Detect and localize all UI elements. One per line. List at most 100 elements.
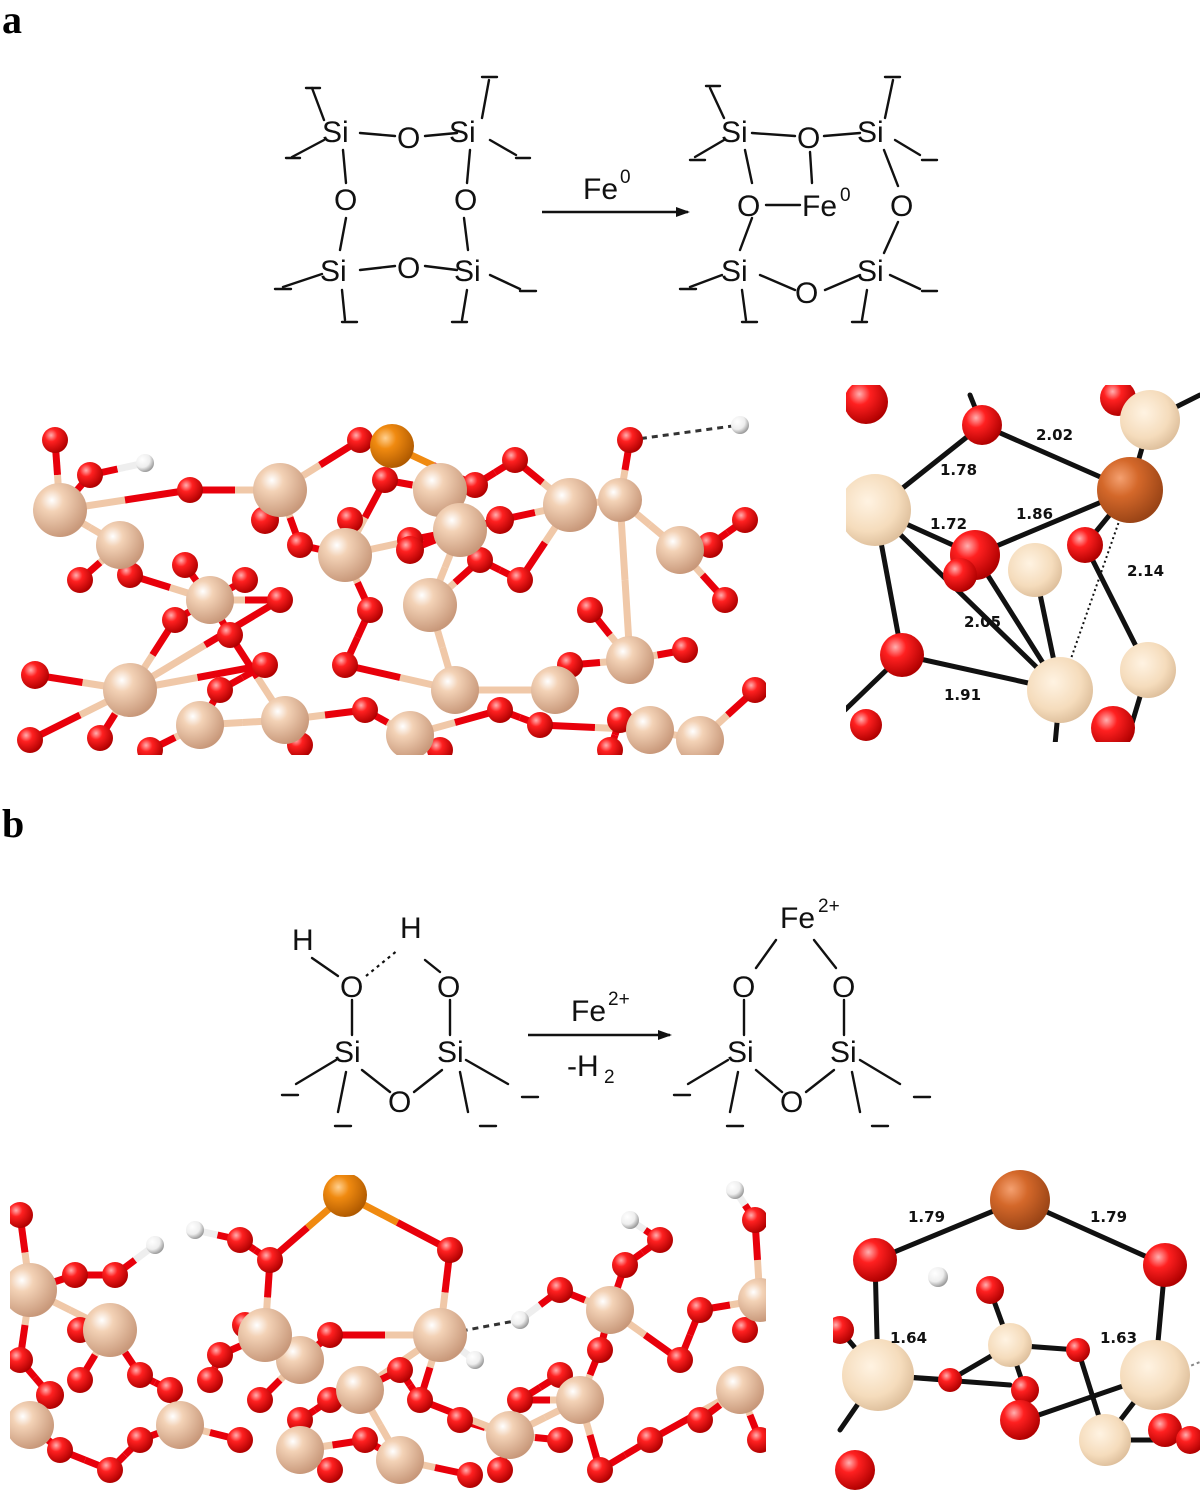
silicon-atom	[531, 666, 579, 714]
arrow-b-byproduct: -H	[567, 1050, 599, 1083]
distance-label: 1.72	[930, 515, 967, 533]
atom-si: Si	[830, 1036, 857, 1069]
surface-model-b	[10, 1175, 766, 1488]
reaction-arrow-a: Fe 0	[542, 167, 690, 217]
silicon-atom	[676, 716, 724, 755]
distance-label: 2.02	[1036, 426, 1073, 444]
distance-label: 1.64	[890, 1329, 927, 1347]
oxygen-atom	[177, 477, 203, 503]
oxygen-atom	[487, 1457, 513, 1483]
atom-o: O	[890, 190, 913, 223]
oxygen-atom	[672, 637, 698, 663]
oxygen-atom	[42, 427, 68, 453]
atom-si: Si	[334, 1036, 361, 1069]
atom-fe-charge: 0	[840, 185, 851, 206]
atom-o: O	[797, 122, 820, 155]
silicon-atom	[156, 1401, 204, 1449]
oxygen-atom	[67, 1367, 93, 1393]
atom-o: O	[397, 252, 420, 285]
atom-o: O	[795, 277, 818, 310]
oxygen-atom	[467, 547, 493, 573]
oxygen-atom	[486, 506, 514, 534]
silicon-atom	[238, 1308, 292, 1362]
silicon-atom	[656, 526, 704, 574]
oxygen-atom	[97, 1457, 123, 1483]
atom-o: O	[437, 971, 460, 1004]
oxygen-atom	[507, 567, 533, 593]
oxygen-atom	[127, 1427, 153, 1453]
oxygen-atom	[647, 1227, 673, 1253]
oxygen-atom	[87, 725, 113, 751]
iron-atom	[370, 424, 414, 468]
silicon-atom	[413, 1308, 467, 1362]
oxygen-atom	[232, 567, 258, 593]
atom-fe-charge: 2+	[818, 896, 840, 917]
oxygen-atom	[437, 1237, 463, 1263]
silicon-atom	[586, 1286, 634, 1334]
atom-o: O	[397, 122, 420, 155]
oxygen-atom	[507, 1387, 533, 1413]
oxygen-atom	[372, 467, 398, 493]
atom-si: Si	[721, 116, 748, 149]
silicon-atom	[433, 503, 487, 557]
oxygen-atom	[462, 472, 488, 498]
distance-label: 1.79	[908, 1208, 945, 1226]
iron-atom	[323, 1175, 367, 1217]
oxygen-atom	[247, 1387, 273, 1413]
atom-si: Si	[727, 1036, 754, 1069]
silicon-atom	[83, 1303, 137, 1357]
closeup-b: 1.79 1.79 1.64 1.63	[833, 1170, 1200, 1490]
atom-o: O	[732, 971, 755, 1004]
oxygen-atom	[577, 597, 603, 623]
silicon-atom	[556, 1376, 604, 1424]
distance-label: 1.78	[940, 461, 977, 479]
oxygen-atom	[102, 1262, 128, 1288]
oxygen-atom	[337, 507, 363, 533]
silicon-atom	[626, 706, 674, 754]
oxygen-atom	[587, 1337, 613, 1363]
surface-model-a	[17, 416, 766, 755]
oxygen-atom	[637, 1427, 663, 1453]
oxygen-atom	[157, 1377, 183, 1403]
oxygen-atom	[687, 1407, 713, 1433]
silicon-atom	[261, 696, 309, 744]
oxygen-atom	[742, 677, 766, 703]
silicon-atom	[543, 478, 597, 532]
distance-label: 1.91	[944, 686, 981, 704]
oxygen-atom	[547, 1427, 573, 1453]
oxygen-atom	[687, 1297, 713, 1323]
atom-h: H	[292, 924, 314, 957]
atom-h: H	[400, 912, 422, 945]
silicon-atom	[403, 578, 457, 632]
hydrogen-bond	[629, 423, 741, 442]
arrow-b-reagent-charge: 2+	[608, 989, 630, 1010]
scheme-a-product: Si Si Si Si O O O O Fe 0	[678, 75, 939, 324]
oxygen-atom	[67, 567, 93, 593]
silicon-atom	[386, 711, 434, 755]
arrow-a-reagent: Fe	[583, 173, 618, 206]
atom-si: Si	[721, 255, 748, 288]
closeup-a: 2.02 1.78 1.72 1.86 2.14 2.05 1.91	[846, 385, 1200, 742]
silicon-atom	[486, 1411, 534, 1459]
atom-o: O	[334, 184, 357, 217]
oxygen-atom	[587, 1457, 613, 1483]
panel-label-b: b	[2, 801, 25, 846]
hydrogen-atom	[511, 1311, 529, 1329]
oxygen-atom	[77, 462, 103, 488]
oxygen-atom	[47, 1437, 73, 1463]
hydrogen-atom	[621, 1211, 639, 1229]
arrow-b-reagent: Fe	[571, 995, 606, 1028]
distance-label: 1.79	[1090, 1208, 1127, 1226]
silicon-atom	[318, 528, 372, 582]
oxygen-atom	[62, 1262, 88, 1288]
silicon-atom	[10, 1263, 57, 1317]
silicon-atom	[96, 521, 144, 569]
hydrogen-atom	[466, 1351, 484, 1369]
hydrogen-atom	[726, 1181, 744, 1199]
atom-fe: Fe	[802, 190, 837, 223]
atom-o: O	[737, 190, 760, 223]
oxygen-atom	[732, 507, 758, 533]
silicon-atom	[716, 1366, 764, 1414]
oxygen-atom	[287, 1407, 313, 1433]
silicon-atom	[738, 1278, 766, 1322]
